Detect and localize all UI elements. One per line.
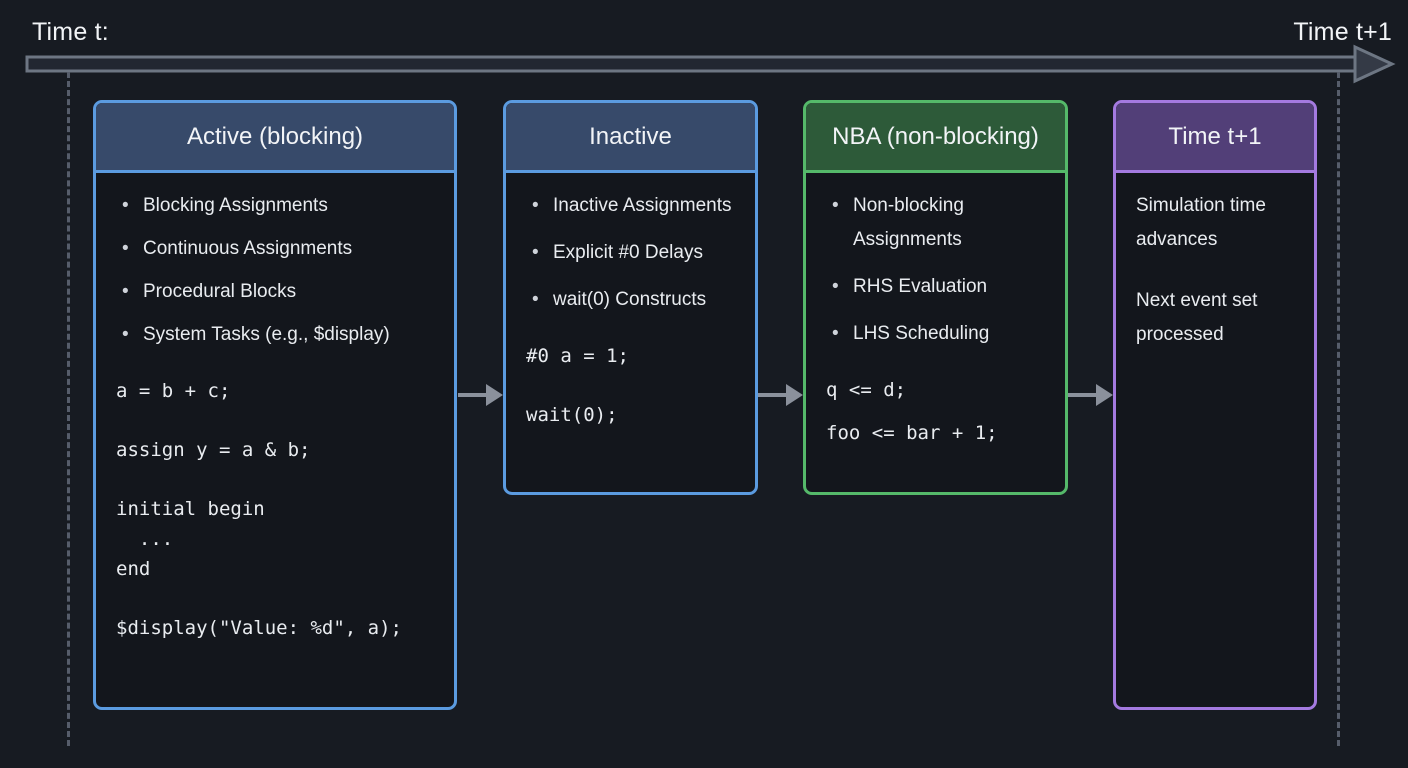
code-line: $display("Value: %d", a);	[116, 617, 402, 639]
region-body-inactive: Inactive Assignments Explicit #0 Delays …	[506, 173, 755, 430]
code-line: q <= d;	[826, 379, 907, 401]
bullet-item: Explicit #0 Delays	[526, 236, 737, 270]
region-column-nba: NBA (non-blocking) Non-blocking Assignme…	[803, 100, 1068, 495]
bullet-item: Procedural Blocks	[116, 275, 436, 309]
bullet-item: Continuous Assignments	[116, 232, 436, 266]
bullet-item: RHS Evaluation	[826, 270, 1047, 304]
time-boundary-right-dashed-line	[1337, 72, 1340, 746]
flow-arrow-icon	[1068, 384, 1113, 406]
code-line: end	[116, 558, 151, 580]
region-column-time-t1: Time t+1 Simulation time advances Next e…	[1113, 100, 1317, 710]
bullet-item: LHS Scheduling	[826, 317, 1047, 351]
region-column-active: Active (blocking) Blocking Assignments C…	[93, 100, 457, 710]
code-line: assign y = a & b;	[116, 439, 311, 461]
region-body-nba: Non-blocking Assignments RHS Evaluation …	[806, 173, 1065, 448]
bullet-list: Inactive Assignments Explicit #0 Delays …	[526, 189, 737, 317]
flow-arrow-icon	[758, 384, 803, 406]
code-line: wait(0);	[526, 404, 618, 426]
region-header-active: Active (blocking)	[96, 103, 454, 173]
bullet-item: Blocking Assignments	[116, 189, 436, 223]
bullet-list: Non-blocking Assignments RHS Evaluation …	[826, 189, 1047, 351]
code-block: q <= d; foo <= bar + 1;	[826, 375, 1047, 448]
region-column-inactive: Inactive Inactive Assignments Explicit #…	[503, 100, 758, 495]
region-title: Inactive	[589, 122, 672, 150]
region-header-nba: NBA (non-blocking)	[806, 103, 1065, 173]
region-body-time-t1: Simulation time advances Next event set …	[1116, 173, 1314, 352]
code-line: initial begin	[116, 498, 265, 520]
region-paragraph: Next event set processed	[1136, 290, 1258, 345]
code-line: ...	[116, 528, 174, 550]
timeline-label-time-t: Time t:	[32, 18, 109, 46]
code-line: foo <= bar + 1;	[826, 422, 998, 444]
flow-arrow-icon	[458, 384, 503, 406]
region-paragraph: Simulation time advances	[1136, 195, 1266, 250]
code-line: #0 a = 1;	[526, 345, 629, 367]
region-header-inactive: Inactive	[506, 103, 755, 173]
region-title: Active (blocking)	[186, 122, 364, 150]
timeline-label-time-t1: Time t+1	[1293, 18, 1392, 46]
bullet-item: wait(0) Constructs	[526, 283, 737, 317]
region-title: Time t+1	[1168, 122, 1262, 150]
timeline-arrow	[25, 44, 1396, 84]
region-header-time-t1: Time t+1	[1116, 103, 1314, 173]
code-line: a = b + c;	[116, 380, 231, 402]
region-body-active: Blocking Assignments Continuous Assignme…	[96, 173, 454, 643]
code-block: #0 a = 1; wait(0);	[526, 341, 737, 430]
bullet-list: Blocking Assignments Continuous Assignme…	[116, 189, 436, 352]
bullet-item: Non-blocking Assignments	[826, 189, 1047, 257]
code-block: a = b + c; assign y = a & b; initial beg…	[116, 376, 436, 643]
bullet-item: Inactive Assignments	[526, 189, 737, 223]
bullet-item: System Tasks (e.g., $display)	[116, 318, 436, 352]
region-title: NBA (non-blocking)	[832, 122, 1039, 150]
time-boundary-left-dashed-line	[67, 72, 70, 746]
